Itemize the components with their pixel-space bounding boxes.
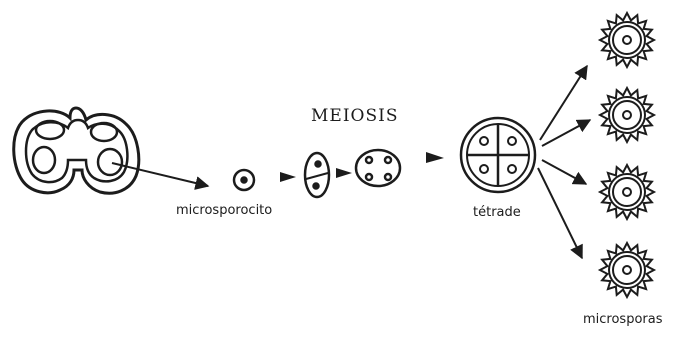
microsporocito-label: microsporocito [176,203,273,218]
anther-outer-outline [12,106,141,195]
arrow-to-microspore-4 [537,167,583,260]
tetrade-label: tétrade [473,205,521,220]
arrow-anther-to-microsporocyte [111,162,210,190]
microspore-4 [597,240,657,300]
pollen-sac-lower-left [31,145,57,175]
pollen-sac-upper-left [34,119,66,141]
microspore-1 [597,10,657,70]
anther-inner-outline [24,118,129,184]
arrow-to-microspore-1 [539,64,588,141]
tetrad-to-microspore-arrows [537,64,592,260]
microspores [597,10,657,300]
dyad-cell [303,151,331,199]
tetrad [459,116,537,194]
pollen-sac-lower-right [96,147,124,177]
arrow-to-tetrad [426,152,444,163]
four-nuclei-cell [354,148,402,188]
microspore-2 [597,85,657,145]
microsporas-label: microsporas [583,312,663,327]
microspore-3 [597,162,657,222]
arrow-microsporocyte-to-dyad [280,172,296,182]
arrow-dyad-to-four-nuclei [336,168,352,178]
anther-cross-section [12,106,141,195]
meiosis-label: MEIOSIS [311,106,399,126]
arrow-to-microspore-2 [541,119,592,147]
microsporocyte-cell [232,168,256,192]
pollen-sac-upper-right [89,121,119,143]
arrow-to-microspore-3 [541,159,588,185]
